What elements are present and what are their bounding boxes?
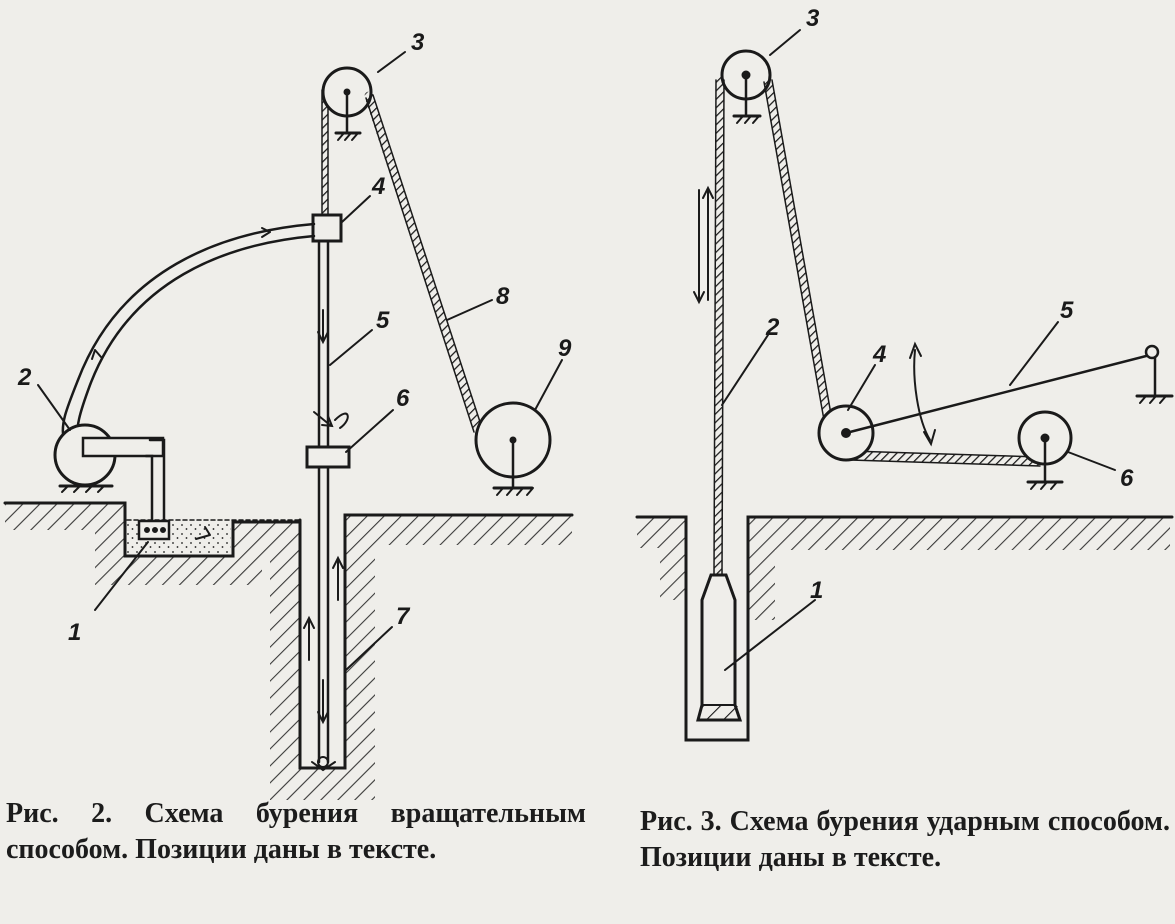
label-1: 1 (810, 577, 823, 604)
swing-arrow (913, 349, 931, 441)
label-4: 4 (872, 341, 886, 368)
figure-rotary-drilling (3, 51, 574, 800)
label-6: 6 (396, 385, 410, 412)
rotor (305, 445, 351, 469)
rotation-mark (334, 412, 349, 429)
caption-fig-2: Рис. 2. Схема бурения вращательным спосо… (6, 798, 586, 865)
label-3: 3 (806, 5, 820, 32)
ground-left (3, 501, 574, 800)
vertical-motion-arrows (693, 185, 714, 305)
figure-percussion-drilling (635, 29, 1174, 742)
label-2: 2 (765, 314, 780, 341)
sheave-left (321, 66, 373, 141)
label-5: 5 (376, 307, 390, 334)
label-3: 3 (411, 29, 425, 56)
mud-pump (53, 423, 166, 524)
mud-hose (61, 222, 316, 447)
drill-pipe (303, 230, 344, 772)
label-2: 2 (17, 364, 32, 391)
labels-right: 3 2 1 4 5 6 (765, 5, 1134, 604)
borehole-wall-left (298, 518, 347, 770)
label-6: 6 (1120, 465, 1134, 492)
swivel (311, 213, 343, 243)
label-4: 4 (371, 173, 385, 200)
sheave-right (720, 49, 772, 124)
label-9: 9 (558, 335, 572, 362)
winch-right (1017, 410, 1073, 490)
label-5: 5 (1060, 297, 1074, 324)
label-8: 8 (496, 283, 510, 310)
lever (844, 353, 1152, 435)
drill-bit (696, 573, 743, 722)
caption-fig-3: Рис. 3. Схема бурения ударным способом. … (640, 806, 1170, 873)
label-1: 1 (68, 619, 81, 646)
labels-left: 3 4 5 6 7 8 9 2 1 (17, 29, 572, 646)
label-7: 7 (396, 603, 411, 630)
winch-left (474, 401, 552, 496)
